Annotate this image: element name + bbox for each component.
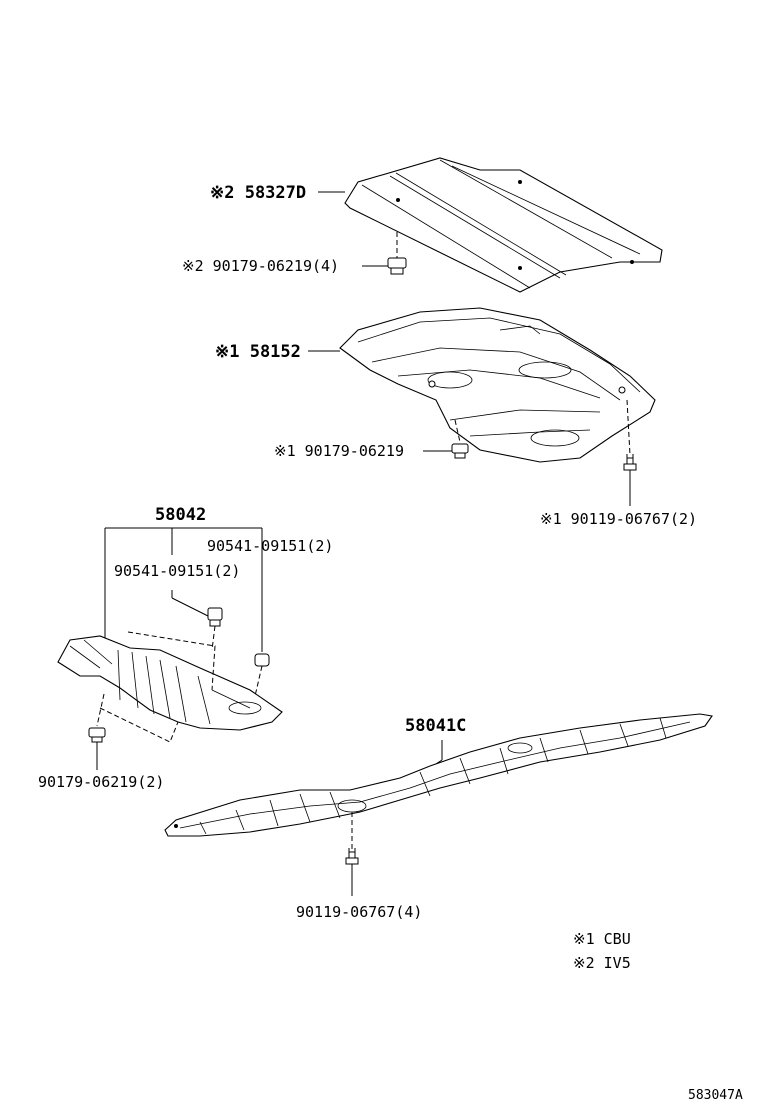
part-58152-cover[interactable] <box>339 307 656 463</box>
nut-90179-06219[interactable] <box>451 443 469 459</box>
label-90541-09151-b: 90541-09151(2) <box>114 562 240 580</box>
label-90541-09151-a: 90541-09151(2) <box>207 537 333 555</box>
label-90119-06767-x2: ※1 90119-06767(2) <box>540 510 697 528</box>
label-58152: ※1 58152 <box>215 342 301 362</box>
label-90179-06219-x2: 90179-06219(2) <box>38 773 164 791</box>
nut-90179-06219-x4[interactable] <box>387 257 407 275</box>
part-58042-shield[interactable] <box>57 635 283 731</box>
part-58327d-plate[interactable] <box>344 157 663 293</box>
clip-90541-09151-b[interactable] <box>254 653 270 667</box>
part-58041c-bar[interactable] <box>164 713 713 837</box>
figure-code: 583047A <box>688 1088 743 1103</box>
label-90179-06219: ※1 90179-06219 <box>274 442 404 460</box>
bolt-90119-06767-x2[interactable] <box>623 454 637 471</box>
legend-note-iv5: ※2 IV5 <box>573 954 631 972</box>
label-90119-06767-x4: 90119-06767(4) <box>296 903 422 921</box>
label-58042: 58042 <box>155 505 206 525</box>
label-90179-06219-x4: ※2 90179-06219(4) <box>182 257 339 275</box>
bolt-90119-06767-x4[interactable] <box>345 848 359 865</box>
label-58041c: 58041C <box>405 716 466 736</box>
legend-note-cbu: ※1 CBU <box>573 930 631 948</box>
label-58327d: ※2 58327D <box>210 183 306 203</box>
nut-90179-06219-x2[interactable] <box>88 727 106 743</box>
clip-90541-09151-a[interactable] <box>207 607 223 627</box>
